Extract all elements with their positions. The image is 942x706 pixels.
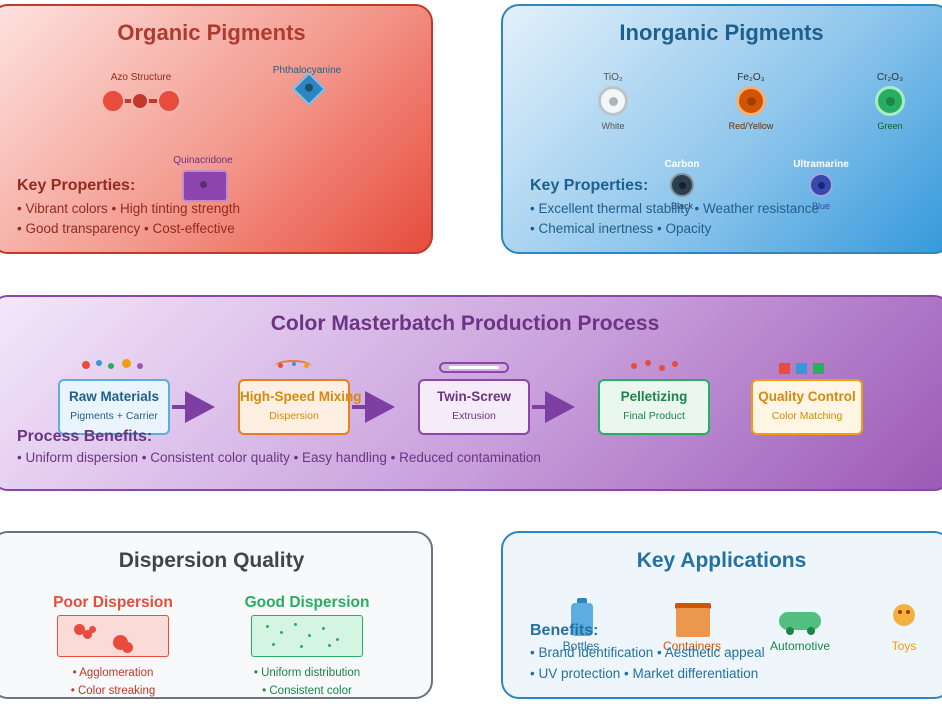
step-title: Twin-Screw — [436, 389, 511, 404]
process-benefits-heading: Process Benefits: — [17, 428, 153, 445]
applications-benefits-heading: Benefits: — [530, 622, 599, 639]
tio2-formula: TiO₂ — [603, 72, 623, 83]
app-label-containers: Containers — [662, 639, 722, 653]
poor-point-2: • Color streaking — [70, 685, 156, 697]
applications-benefit-line-2: • UV protection • Market differentiation — [530, 666, 759, 681]
raw-materials-particles-icon — [80, 359, 146, 371]
cr2o3-color-name: Green — [877, 121, 903, 131]
ultramarine-swatch-icon — [809, 173, 833, 197]
color-swatches-icon — [779, 363, 825, 375]
fe2o3-swatch-icon — [736, 86, 766, 116]
car-icon — [779, 612, 821, 636]
good-dispersion-sample-icon — [251, 615, 363, 657]
organic-pigments-panel: Organic Pigments — [0, 4, 433, 254]
dispersion-title: Dispersion Quality — [118, 549, 305, 572]
step-title: Quality Control — [758, 389, 856, 404]
carbon-color-name: Black — [670, 201, 694, 211]
azo-label: Azo Structure — [110, 72, 172, 83]
step-high-speed-mixing: High-Speed Mixing Dispersion — [238, 379, 362, 435]
step-title: High-Speed Mixing — [240, 389, 362, 404]
quinacridone-icon — [182, 170, 228, 202]
poor-dispersion-sample-icon — [57, 615, 169, 657]
step-subtitle: Final Product — [623, 410, 685, 422]
arrow-shaft — [352, 405, 372, 409]
step-subtitle: Color Matching — [771, 410, 843, 422]
step-twin-screw: Twin-Screw Extrusion — [418, 379, 530, 435]
step-title: Raw Materials — [68, 389, 160, 404]
inorganic-property-line-2: • Chemical inertness • Opacity — [530, 221, 712, 236]
bottle-icon — [571, 598, 593, 636]
step-subtitle: Pigments + Carrier — [70, 410, 158, 422]
app-label-automotive: Automotive — [769, 639, 831, 653]
process-title: Color Masterbatch Production Process — [270, 312, 660, 335]
twin-screw-icon — [439, 362, 509, 373]
poor-point-1: • Agglomeration — [72, 667, 154, 679]
process-benefits-text: • Uniform dispersion • Consistent color … — [17, 450, 541, 465]
inorganic-title: Inorganic Pigments — [619, 20, 824, 45]
step-pelletizing: Pelletizing Final Product — [598, 379, 710, 435]
fe2o3-color-name: Red/Yellow — [728, 121, 774, 131]
carbon-formula: Carbon — [664, 159, 700, 170]
app-label-bottles: Bottles — [562, 639, 600, 653]
tio2-color-name: White — [601, 121, 625, 131]
phthalocyanine-label: Phthalocyanine — [272, 65, 342, 76]
fe2o3-formula: Fe₂O₃ — [737, 72, 765, 83]
container-icon — [675, 603, 711, 637]
good-point-2: • Consistent color — [262, 685, 352, 697]
applications-title: Key Applications — [636, 549, 807, 572]
ultramarine-formula: Ultramarine — [793, 159, 849, 170]
azo-structure-icon — [101, 89, 181, 113]
inorganic-properties-heading: Key Properties: — [530, 177, 649, 194]
cr2o3-formula: Cr₂O₃ — [876, 72, 904, 83]
step-raw-materials: Raw Materials Pigments + Carrier — [58, 379, 170, 435]
organic-title: Organic Pigments — [117, 20, 306, 45]
mixer-blade-icon — [272, 360, 316, 372]
inorganic-pigments-panel: Inorganic Pigments — [501, 4, 942, 254]
good-point-1: • Uniform distribution — [253, 667, 361, 679]
toy-icon — [893, 604, 915, 626]
cr2o3-swatch-icon — [875, 86, 905, 116]
step-quality-control: Quality Control Color Matching — [751, 379, 863, 435]
organic-property-line-1: • Vibrant colors • High tinting strength — [17, 201, 241, 216]
app-label-toys: Toys — [891, 639, 917, 653]
carbon-swatch-icon — [670, 173, 694, 197]
organic-properties-heading: Key Properties: — [17, 177, 136, 194]
step-title: Pelletizing — [620, 389, 688, 404]
good-dispersion-title: Good Dispersion — [244, 594, 370, 611]
arrow-shaft — [532, 405, 552, 409]
poor-dispersion-title: Poor Dispersion — [53, 594, 173, 611]
flow-arrow-icon — [545, 391, 575, 423]
pellets-icon — [630, 360, 680, 372]
arrow-shaft — [172, 405, 192, 409]
step-subtitle: Dispersion — [269, 410, 319, 422]
ultramarine-color-name: Blue — [811, 201, 831, 211]
quinacridone-label: Quinacridone — [173, 155, 233, 166]
step-subtitle: Extrusion — [452, 410, 496, 422]
flow-arrow-icon — [365, 391, 395, 423]
organic-property-line-2: • Good transparency • Cost-effective — [17, 221, 235, 236]
inorganic-property-line-1: • Excellent thermal stability • Weather … — [530, 201, 820, 216]
applications-benefit-line-1: • Brand identification • Aesthetic appea… — [530, 645, 765, 660]
tio2-swatch-icon — [598, 86, 628, 116]
flow-arrow-icon — [185, 391, 215, 423]
